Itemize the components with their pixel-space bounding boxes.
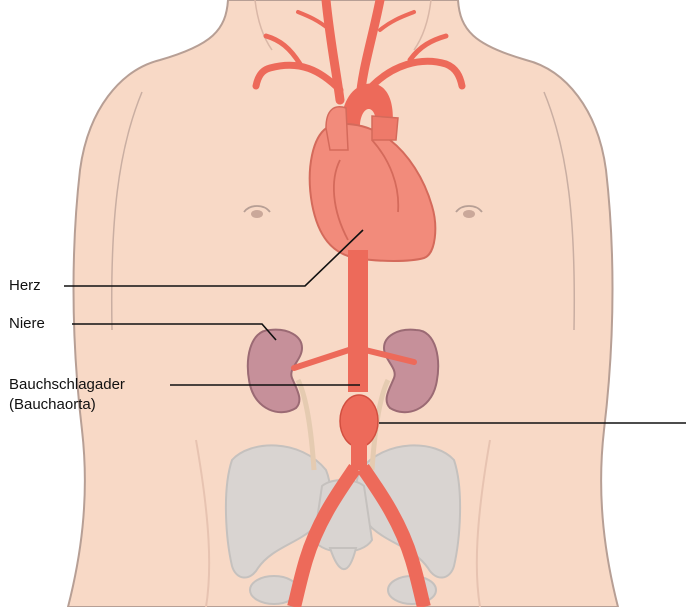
aorta-lower [351,440,367,470]
pulmonary-trunk [372,116,398,140]
superior-vena-cava [326,107,348,150]
heart-label: Herz [9,276,41,295]
aorta-label-line1: Bauchschlagader [9,375,125,394]
aorta-label-line2: (Bauchaorta) [9,395,96,414]
kidney-label: Niere [9,314,45,333]
aortic-aneurysm [340,395,378,447]
abdominal-aorta [348,250,368,392]
